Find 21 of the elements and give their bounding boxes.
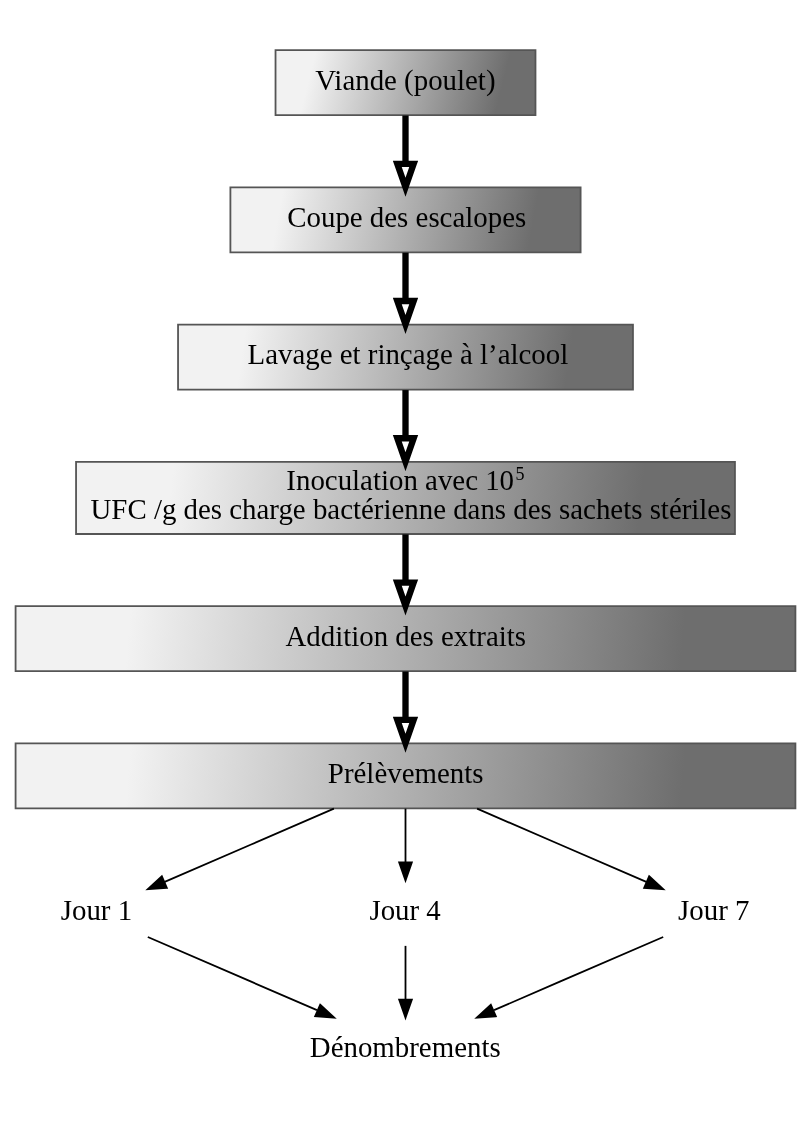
arrow xyxy=(392,252,419,335)
arrow xyxy=(392,390,419,472)
node-box: Addition des extraits xyxy=(14,605,797,673)
arrow xyxy=(397,807,414,884)
node-text: Jour 4 xyxy=(369,893,441,926)
node-box: Viande (poulet) xyxy=(274,49,537,117)
arrow xyxy=(392,534,419,616)
node-box: Lavage et rinçage à l’alcool xyxy=(177,323,634,391)
arrow xyxy=(145,807,335,891)
arrow xyxy=(392,671,419,753)
arrow xyxy=(146,936,337,1019)
node-box: Coupe des escalopes xyxy=(229,186,582,254)
node-text: Jour 1 xyxy=(60,893,133,926)
node-text: Dénombrements xyxy=(309,1031,501,1064)
arrow xyxy=(397,944,414,1021)
arrow xyxy=(476,807,666,891)
arrow xyxy=(474,936,665,1019)
node-text: Jour 7 xyxy=(678,893,750,926)
node-box: Inoculation avec 10$^{5}$ UFC /g des charge bactérienne dans des sachets stériles xyxy=(75,460,736,535)
node-box: Prélèvements xyxy=(14,742,797,810)
arrow xyxy=(392,115,419,197)
